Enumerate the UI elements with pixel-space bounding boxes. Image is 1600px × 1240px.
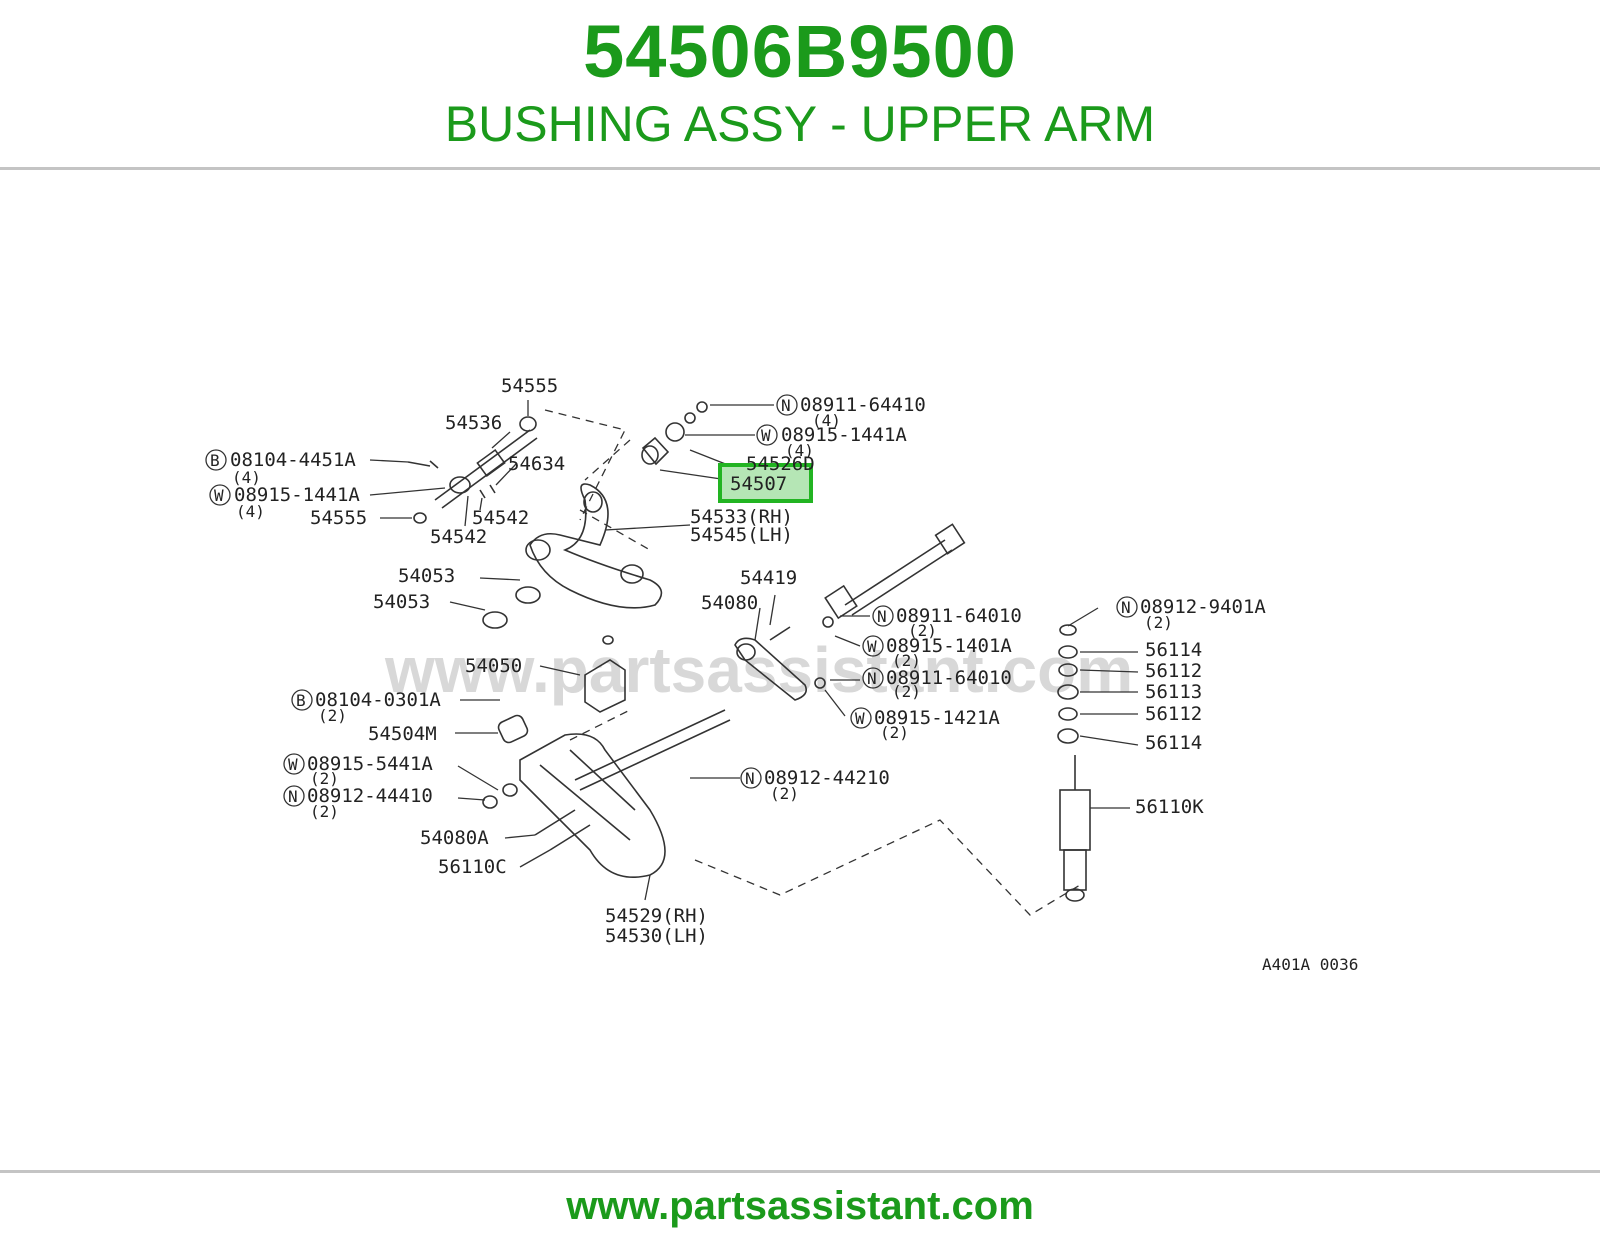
label-54533-rh: 54533(RH) [690, 506, 793, 528]
label-54050: 54050 [465, 655, 522, 677]
marker-w: W [288, 755, 298, 774]
upper-arm [525, 483, 663, 609]
label-56114-top: 56114 [1145, 639, 1202, 661]
part-number-title: 54506B9500 [583, 10, 1017, 93]
label-54529-rh: 54529(RH) [605, 905, 708, 927]
label-56112-top: 56112 [1145, 660, 1202, 682]
label-08911-64010-a: 08911-64010 [896, 605, 1022, 627]
label-54504M: 54504M [368, 723, 437, 745]
qty-08912-44210: (2) [770, 784, 799, 803]
qty-08911-64410: (4) [812, 411, 841, 430]
footer-divider [0, 1170, 1600, 1173]
label-08104-4451A: 08104-4451A [230, 449, 356, 471]
label-54536: 54536 [445, 412, 502, 434]
marker-n: N [745, 769, 755, 788]
marker-w: W [761, 426, 771, 445]
label-54419: 54419 [740, 567, 797, 589]
label-54526D: 54526D [746, 453, 815, 475]
exploded-parts-diagram: www.partsassistant.com [180, 340, 1420, 1010]
part-description: BUSHING ASSY - UPPER ARM [444, 96, 1156, 152]
qty-08915-1441A-right: (4) [785, 441, 814, 460]
qty-08912-44410: (2) [310, 802, 339, 821]
qty-08104-0301A: (2) [318, 706, 347, 725]
label-54545-lh: 54545(LH) [690, 524, 793, 546]
page-header: 54506B9500 BUSHING ASSY - UPPER ARM [0, 0, 1600, 168]
marker-n: N [877, 607, 887, 626]
label-08912-44210: 08912-44210 [764, 767, 890, 789]
label-08911-64410: 08911-64410 [800, 394, 926, 416]
label-08915-1401A: 08915-1401A [886, 635, 1012, 657]
marker-w: W [214, 486, 224, 505]
label-54053-b: 54053 [373, 591, 430, 613]
torsion-arm [734, 616, 834, 701]
diagram-code: A401A 0036 [1262, 955, 1358, 974]
footer-url-link[interactable]: www.partsassistant.com [566, 1184, 1034, 1228]
lower-arm [482, 709, 731, 879]
label-54053-a: 54053 [398, 565, 455, 587]
marker-n: N [1121, 598, 1131, 617]
qty-08915-5441A: (2) [310, 769, 339, 788]
qty-08104-4451A: (4) [232, 468, 261, 487]
bushing-assembly [641, 401, 708, 466]
label-08915-5441A: 08915-5441A [307, 753, 433, 775]
label-08915-1441A-left: 08915-1441A [234, 484, 360, 506]
marker-n: N [867, 669, 877, 688]
torsion-bar [824, 523, 966, 620]
label-54530-lh: 54530(LH) [605, 925, 708, 947]
leader-lines [369, 400, 1139, 901]
qty-08915-1401A: (2) [892, 651, 921, 670]
header-divider [0, 167, 1600, 170]
marker-w: W [855, 709, 865, 728]
label-54080A: 54080A [420, 827, 489, 849]
marker-b: B [210, 451, 220, 470]
marker-w: W [867, 637, 877, 656]
marker-b: B [296, 691, 306, 710]
label-56110C: 56110C [438, 856, 507, 878]
label-08915-1421A: 08915-1421A [874, 707, 1000, 729]
bump-stop [584, 635, 626, 713]
qty-08915-1441A-left: (4) [236, 502, 265, 521]
label-56114-bottom: 56114 [1145, 732, 1202, 754]
ball-joint-1 [515, 586, 541, 604]
label-54080: 54080 [701, 592, 758, 614]
label-54634: 54634 [508, 453, 565, 475]
label-56112-bottom: 56112 [1145, 703, 1202, 725]
label-54542-right: 54542 [472, 507, 529, 529]
upper-shaft-assembly [407, 416, 538, 524]
qty-08911-64010-b: (2) [892, 682, 921, 701]
label-08915-1441A-right: 08915-1441A [781, 424, 907, 446]
qty-08911-64010-a: (2) [908, 621, 937, 640]
qty-08912-9401A: (2) [1144, 613, 1173, 632]
qty-08915-1421A: (2) [880, 723, 909, 742]
label-08911-64010-b: 08911-64010 [886, 667, 1012, 689]
label-54555-top: 54555 [501, 375, 558, 397]
label-56113: 56113 [1145, 681, 1202, 703]
label-08912-44410: 08912-44410 [307, 785, 433, 807]
label-54507[interactable]: 54507 [730, 473, 787, 495]
bushing-54504m [497, 714, 529, 744]
label-54542-left: 54542 [430, 526, 487, 548]
label-08104-0301A: 08104-0301A [315, 689, 441, 711]
highlight-box[interactable] [718, 463, 813, 503]
label-56110K: 56110K [1135, 796, 1204, 818]
shock-absorber [1057, 624, 1091, 902]
marker-n: N [288, 787, 298, 806]
marker-n: N [781, 396, 791, 415]
label-54555-bottom: 54555 [310, 507, 367, 529]
ball-joint-2 [482, 611, 508, 629]
label-08912-9401A: 08912-9401A [1140, 596, 1266, 618]
